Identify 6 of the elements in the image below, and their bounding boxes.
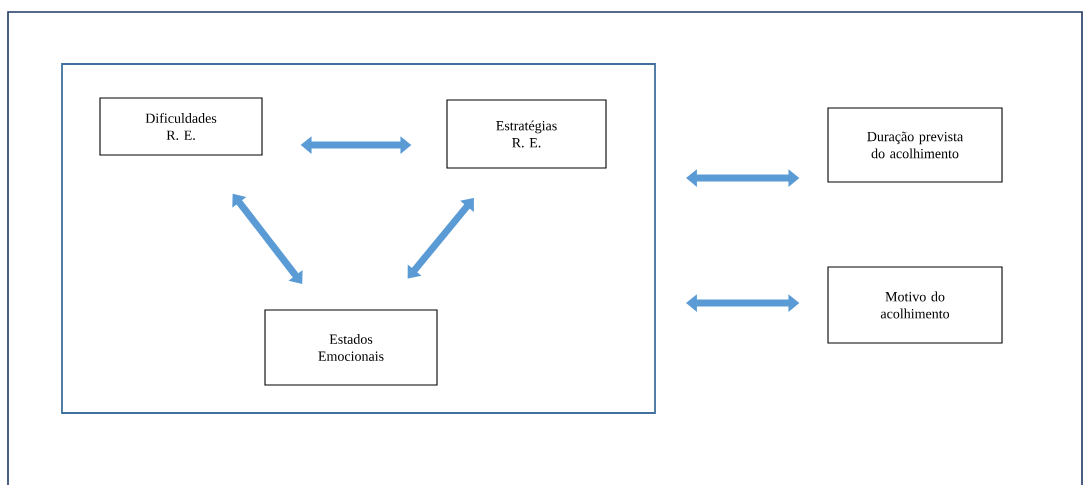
text-box: Estados Emocionais [264, 309, 438, 386]
text-box: Estratégias R. E. [446, 99, 607, 169]
text-box: Duração prevista do acolhimento [827, 107, 1003, 183]
text-box: Dificuldades R. E. [99, 97, 263, 156]
group-box [61, 63, 656, 414]
text-box: Motivo do acolhimento [827, 266, 1003, 344]
